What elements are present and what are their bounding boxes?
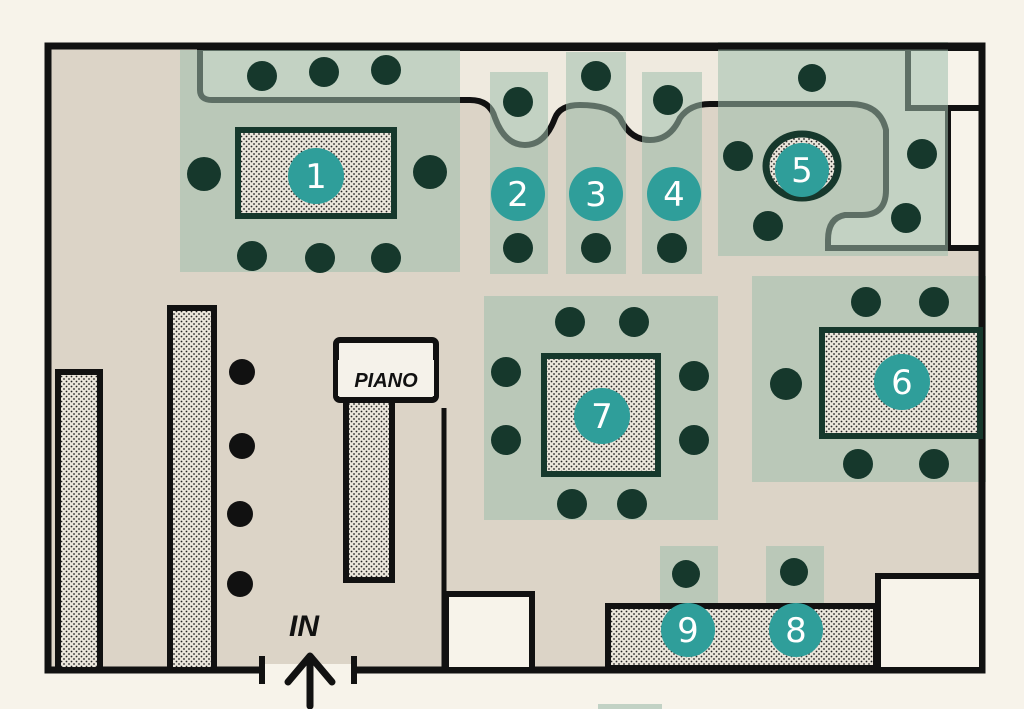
chair <box>919 449 949 479</box>
right-nook-lower <box>945 105 985 251</box>
bar-stools <box>227 359 255 597</box>
bar-stool <box>227 501 253 527</box>
chair <box>503 233 533 263</box>
chair <box>723 141 753 171</box>
chair <box>555 307 585 337</box>
badge-4[interactable]: 4 <box>647 167 701 221</box>
chair <box>907 139 937 169</box>
chair <box>371 243 401 273</box>
chair <box>672 560 700 588</box>
chair <box>798 64 826 92</box>
chair <box>770 368 802 400</box>
chair <box>619 307 649 337</box>
chair <box>557 489 587 519</box>
badge-5[interactable]: 5 <box>775 143 829 197</box>
badge-number: 4 <box>663 175 685 215</box>
chair <box>919 287 949 317</box>
badge-8[interactable]: 8 <box>769 603 823 657</box>
chair <box>187 157 221 191</box>
chair <box>247 61 277 91</box>
badge-3[interactable]: 3 <box>569 167 623 221</box>
left-counter <box>55 369 103 673</box>
chair <box>753 211 783 241</box>
chair <box>657 233 687 263</box>
chair <box>237 241 267 271</box>
chair <box>679 361 709 391</box>
badge-number: 9 <box>677 611 699 651</box>
badge-number: 5 <box>791 151 813 191</box>
chair <box>371 55 401 85</box>
chair <box>491 357 521 387</box>
bar-stool <box>229 433 255 459</box>
chair <box>617 489 647 519</box>
bottom-room-left <box>443 591 535 673</box>
bottom-bench <box>605 603 879 671</box>
chair <box>503 87 533 117</box>
chair <box>653 85 683 115</box>
badge-number: 6 <box>891 363 913 403</box>
chair <box>581 61 611 91</box>
bar-stool <box>227 571 253 597</box>
badge-7[interactable]: 7 <box>574 388 630 444</box>
entrance-arrow-icon <box>284 652 336 709</box>
badge-2[interactable]: 2 <box>491 167 545 221</box>
badge-number: 7 <box>591 397 613 437</box>
badge-1[interactable]: 1 <box>288 148 344 204</box>
badge-number: 2 <box>507 175 529 215</box>
chair <box>851 287 881 317</box>
chair <box>305 243 335 273</box>
badge-number: 1 <box>305 157 327 197</box>
piano-label-bg <box>338 360 434 396</box>
chair <box>581 233 611 263</box>
bottom-room-right <box>875 573 985 673</box>
badge-6[interactable]: 6 <box>874 354 930 410</box>
chair <box>780 558 808 586</box>
chair <box>891 203 921 233</box>
legend-swatch <box>598 704 662 709</box>
piano-label: PIANO <box>354 370 418 392</box>
bar-counter <box>167 305 217 673</box>
badge-9[interactable]: 9 <box>661 603 715 657</box>
chairs <box>187 55 949 588</box>
piano-bench <box>343 395 395 583</box>
chair <box>843 449 873 479</box>
badge-number: 8 <box>785 611 807 651</box>
chair <box>679 425 709 455</box>
chair <box>413 155 447 189</box>
entrance-label: IN <box>289 610 320 643</box>
bar-stool <box>229 359 255 385</box>
chair <box>309 57 339 87</box>
badge-number: 3 <box>585 175 607 215</box>
chair <box>491 425 521 455</box>
